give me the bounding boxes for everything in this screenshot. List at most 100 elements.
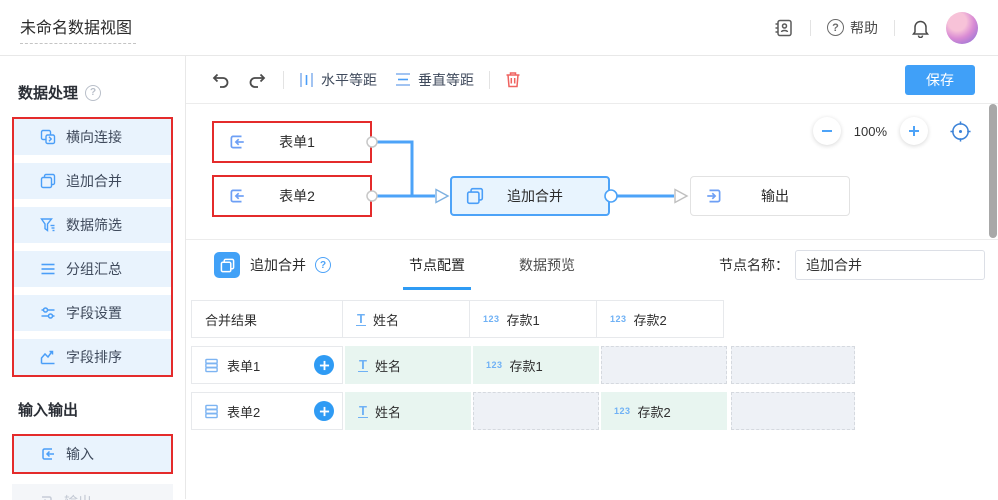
delete-node-icon[interactable] bbox=[505, 71, 521, 88]
node-name-input[interactable] bbox=[795, 250, 985, 280]
table-row-form2: 表单2 T 姓名 123 存款2 bbox=[191, 392, 998, 430]
canvas-toolbar: 水平等距 垂直等距 保存 bbox=[186, 56, 998, 104]
node-label: 表单1 bbox=[279, 134, 315, 150]
save-button[interactable]: 保存 bbox=[905, 64, 975, 95]
flow-canvas[interactable]: 表单1 表单2 追加合并 输 bbox=[186, 104, 998, 239]
node-label: 表单2 bbox=[279, 188, 315, 204]
node-label: 输出 bbox=[761, 188, 789, 204]
main-area: 水平等距 垂直等距 保存 bbox=[186, 56, 998, 499]
zoom-out-button[interactable] bbox=[812, 117, 841, 145]
empty-field-cell[interactable] bbox=[731, 392, 855, 430]
vertical-spacing-button[interactable]: 垂直等距 bbox=[395, 70, 474, 90]
sidebar-section-io: 输入输出 bbox=[18, 402, 79, 419]
flow-node-form2[interactable]: 表单2 bbox=[212, 175, 372, 217]
row-source-label: 表单1 bbox=[227, 358, 261, 374]
empty-field-cell[interactable] bbox=[731, 346, 855, 384]
help-label: 帮助 bbox=[850, 19, 878, 36]
vertical-scrollbar[interactable] bbox=[989, 104, 997, 238]
bell-icon[interactable] bbox=[911, 18, 930, 38]
flow-node-form1[interactable]: 表单1 bbox=[212, 121, 372, 163]
sidebar-item-input[interactable]: 输入 bbox=[14, 436, 171, 472]
header-name[interactable]: T 姓名 bbox=[342, 300, 470, 338]
horizontal-spacing-button[interactable]: 水平等距 bbox=[299, 70, 377, 90]
locate-icon[interactable] bbox=[949, 120, 972, 143]
join-horizontal-icon bbox=[40, 129, 56, 145]
text-type-icon: T bbox=[356, 311, 366, 326]
avatar[interactable] bbox=[946, 11, 978, 44]
tab-node-config[interactable]: 节点配置 bbox=[403, 240, 471, 290]
node-name-label: 节点名称： bbox=[719, 257, 789, 273]
row-source-label: 表单2 bbox=[227, 404, 261, 420]
number-type-icon: 123 bbox=[486, 360, 503, 370]
table-row-form1: 表单1 T 姓名 123 存款1 bbox=[191, 346, 998, 384]
divider bbox=[894, 19, 895, 36]
append-merge-icon bbox=[214, 252, 240, 278]
page-title[interactable]: 未命名数据视图 bbox=[20, 12, 137, 44]
add-field-button[interactable] bbox=[314, 355, 334, 375]
mapped-field-cell[interactable]: T 姓名 bbox=[345, 392, 471, 430]
sidebar-item-horizontal-join[interactable]: 横向连接 bbox=[14, 119, 171, 155]
tab-data-preview[interactable]: 数据预览 bbox=[519, 257, 575, 273]
vertical-spacing-icon bbox=[396, 73, 410, 86]
help-button[interactable]: 帮助 bbox=[827, 18, 878, 38]
arrowhead bbox=[674, 188, 689, 204]
empty-field-cell[interactable] bbox=[473, 392, 599, 430]
section-help-icon[interactable] bbox=[85, 84, 102, 101]
redo-icon[interactable] bbox=[248, 71, 268, 89]
number-type-icon: 123 bbox=[614, 406, 631, 416]
text-type-icon: T bbox=[358, 403, 368, 418]
sidebar-section-data-processing: 数据处理 bbox=[18, 82, 167, 103]
header-deposit1[interactable]: 123 存款1 bbox=[469, 300, 597, 338]
contacts-icon[interactable] bbox=[774, 18, 794, 38]
form-icon bbox=[205, 404, 218, 418]
sidebar-item-field-sort[interactable]: 字段排序 bbox=[14, 339, 171, 375]
panel-tabs: 节点配置 数据预览 bbox=[403, 240, 581, 290]
flow-node-append-merge[interactable]: 追加合并 bbox=[450, 176, 610, 216]
annotation-box-input: 输入 bbox=[12, 434, 173, 474]
mapped-field-cell[interactable]: 123 存款1 bbox=[473, 346, 599, 384]
mapped-field-cell[interactable]: 123 存款2 bbox=[601, 392, 727, 430]
top-bar: 未命名数据视图 帮助 bbox=[0, 0, 998, 56]
input-icon bbox=[230, 135, 244, 149]
merge-mapping-table: 合并结果 T 姓名 123 存款1 123 存款2 bbox=[191, 300, 998, 430]
input-icon bbox=[230, 189, 244, 203]
zoom-in-button[interactable] bbox=[900, 117, 928, 145]
empty-field-cell[interactable] bbox=[601, 346, 727, 384]
output-icon bbox=[707, 189, 721, 203]
filter-icon bbox=[40, 218, 55, 232]
arrowhead bbox=[435, 188, 450, 204]
sidebar-item-append-merge[interactable]: 追加合并 bbox=[14, 163, 171, 199]
node-config-panel: 追加合并 节点配置 数据预览 节点名称： 合并结果 bbox=[186, 239, 998, 430]
form-icon bbox=[205, 358, 218, 372]
sidebar-item-group-summary[interactable]: 分组汇总 bbox=[14, 251, 171, 287]
divider bbox=[489, 70, 490, 89]
header-deposit2[interactable]: 123 存款2 bbox=[596, 300, 724, 338]
zoom-controls: 100% bbox=[812, 117, 972, 145]
divider bbox=[810, 19, 811, 36]
annotation-box-data-processing: 横向连接 追加合并 数据筛选 分组汇总 bbox=[12, 117, 173, 377]
sidebar: 数据处理 横向连接 追加合并 bbox=[0, 56, 186, 500]
table-header-row: 合并结果 T 姓名 123 存款1 123 存款2 bbox=[191, 300, 998, 338]
help-icon bbox=[827, 19, 844, 36]
append-merge-icon bbox=[466, 187, 484, 205]
field-settings-icon bbox=[41, 307, 55, 319]
sidebar-item-field-settings[interactable]: 字段设置 bbox=[14, 295, 171, 331]
node-label: 追加合并 bbox=[507, 188, 563, 204]
mapped-field-cell[interactable]: T 姓名 bbox=[345, 346, 471, 384]
number-type-icon: 123 bbox=[483, 314, 500, 324]
add-field-button[interactable] bbox=[314, 401, 334, 421]
undo-icon[interactable] bbox=[210, 71, 230, 89]
zoom-level: 100% bbox=[853, 123, 887, 139]
field-sort-icon bbox=[40, 350, 55, 365]
sidebar-item-data-filter[interactable]: 数据筛选 bbox=[14, 207, 171, 243]
panel-help-icon[interactable] bbox=[315, 257, 331, 273]
header-merge-result: 合并结果 bbox=[191, 300, 343, 338]
horizontal-spacing-icon bbox=[300, 72, 313, 87]
group-summary-icon bbox=[41, 263, 55, 275]
row-source-cell: 表单2 bbox=[191, 392, 343, 430]
append-merge-icon bbox=[40, 173, 56, 189]
divider bbox=[283, 70, 284, 89]
flow-node-output[interactable]: 输出 bbox=[690, 176, 850, 216]
sidebar-item-output-disabled: 输出 bbox=[12, 484, 173, 500]
input-icon bbox=[42, 448, 54, 460]
